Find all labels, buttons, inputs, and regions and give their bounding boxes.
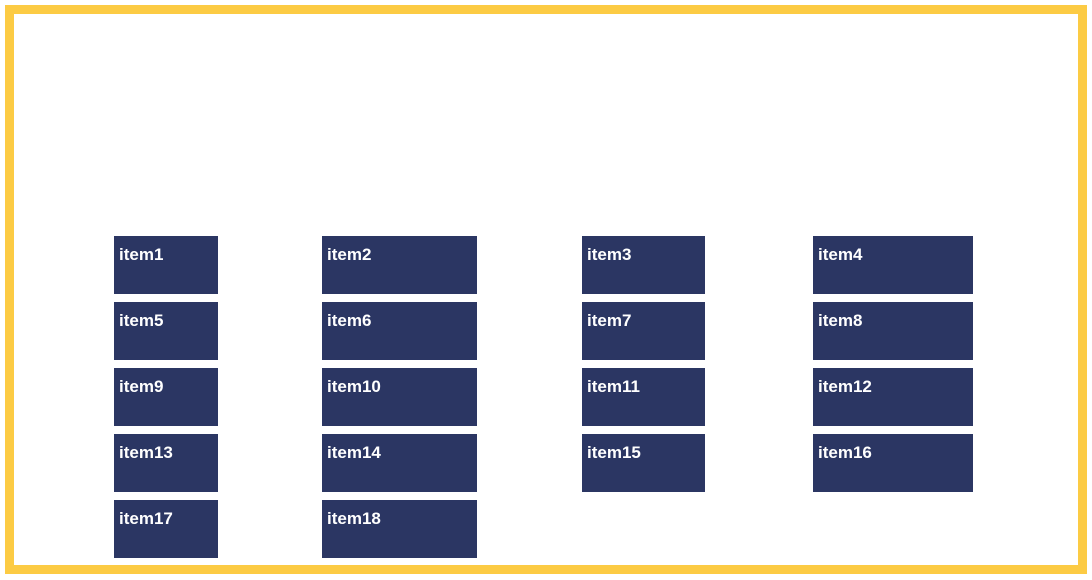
flex-item-label: item2 xyxy=(327,245,372,264)
flex-item-label: item14 xyxy=(327,443,381,462)
flex-item[interactable]: item2 xyxy=(322,236,477,294)
flex-item-label: item9 xyxy=(119,377,164,396)
flex-item[interactable]: item10 xyxy=(322,368,477,426)
flex-item-label: item7 xyxy=(587,311,632,330)
flex-item[interactable]: item3 xyxy=(582,236,705,294)
flex-item-label: item13 xyxy=(119,443,173,462)
flex-item[interactable]: item5 xyxy=(114,302,218,360)
flex-item-label: item5 xyxy=(119,311,164,330)
flex-item[interactable]: item9 xyxy=(114,368,218,426)
flex-item-label: item6 xyxy=(327,311,372,330)
flex-item[interactable]: item13 xyxy=(114,434,218,492)
flex-item[interactable]: item17 xyxy=(114,500,218,558)
flex-item[interactable]: item16 xyxy=(813,434,973,492)
flex-item-grid: item1 item5 item9 item13 item17 item2 item6 ite… xyxy=(14,14,1078,565)
flex-item[interactable]: item7 xyxy=(582,302,705,360)
flex-item[interactable]: item14 xyxy=(322,434,477,492)
flex-item-label: item18 xyxy=(327,509,381,528)
flex-item-label: item4 xyxy=(818,245,863,264)
flex-item-label: item3 xyxy=(587,245,632,264)
flex-item-label: item11 xyxy=(587,377,640,396)
flex-container: item1 item5 item9 item13 item17 item2 item6 ite… xyxy=(5,5,1087,574)
flex-item[interactable]: item11 xyxy=(582,368,705,426)
flex-item[interactable]: item4 xyxy=(813,236,973,294)
flex-item-label: item1 xyxy=(119,245,164,264)
flex-item-label: item16 xyxy=(818,443,872,462)
flex-item-label: item15 xyxy=(587,443,641,462)
flex-item[interactable]: item1 xyxy=(114,236,218,294)
flex-item-label: item17 xyxy=(119,509,173,528)
flex-item[interactable]: item6 xyxy=(322,302,477,360)
flex-item[interactable]: item8 xyxy=(813,302,973,360)
flex-item[interactable]: item12 xyxy=(813,368,973,426)
flex-item[interactable]: item18 xyxy=(322,500,477,558)
flex-item-label: item8 xyxy=(818,311,863,330)
flex-item-label: item12 xyxy=(818,377,872,396)
flex-item[interactable]: item15 xyxy=(582,434,705,492)
flex-item-label: item10 xyxy=(327,377,381,396)
